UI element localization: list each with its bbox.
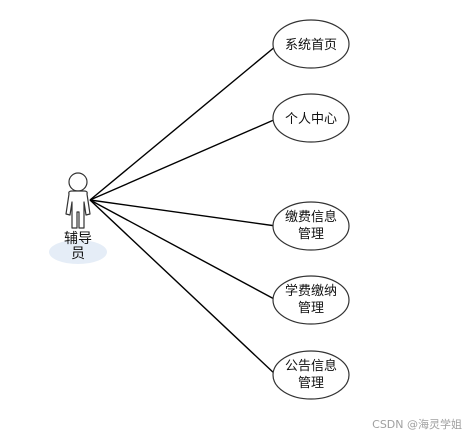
actor-body-icon bbox=[65, 190, 91, 229]
use-case-ellipse bbox=[272, 93, 350, 143]
use-case-ellipse bbox=[272, 19, 350, 69]
use-case-label-line-1: 公告信息 bbox=[285, 358, 337, 374]
use-case-system-home: 系统首页 bbox=[272, 19, 350, 69]
use-case-announcement-management: 公告信息 管理 bbox=[272, 350, 350, 400]
use-case-label-line-2: 管理 bbox=[298, 376, 324, 391]
use-case-label-line-2: 管理 bbox=[298, 301, 324, 316]
use-case-ellipse bbox=[272, 201, 350, 251]
actor-shadow bbox=[49, 240, 107, 264]
watermark: CSDN @海灵学姐 bbox=[372, 418, 462, 431]
use-case-label-line-1: 学费缴纳 bbox=[285, 283, 337, 299]
associations bbox=[89, 45, 277, 376]
actor: 辅导 员 bbox=[49, 172, 107, 264]
actor-label-line-1: 辅导 bbox=[64, 231, 92, 247]
association-line-personal-center bbox=[89, 118, 277, 201]
association-line-fee-info-management bbox=[89, 199, 277, 227]
use-case-label-line-2: 管理 bbox=[298, 227, 324, 242]
actor-head bbox=[68, 172, 88, 192]
use-case-label: 个人中心 bbox=[285, 112, 337, 127]
association-line-tuition-payment-management bbox=[89, 199, 277, 301]
use-case-ellipse bbox=[272, 350, 350, 400]
association-line-system-home bbox=[89, 45, 277, 201]
use-case-tuition-payment-management: 学费缴纳 管理 bbox=[272, 275, 350, 325]
association-line-announcement-management bbox=[89, 199, 277, 376]
use-case-personal-center: 个人中心 bbox=[272, 93, 350, 143]
use-case-fee-info-management: 缴费信息 管理 bbox=[272, 201, 350, 251]
use-case-label-line-1: 缴费信息 bbox=[285, 209, 337, 225]
actor-label-line-2: 员 bbox=[71, 246, 85, 262]
use-case-ellipse bbox=[272, 275, 350, 325]
use-case-label: 系统首页 bbox=[285, 38, 337, 53]
